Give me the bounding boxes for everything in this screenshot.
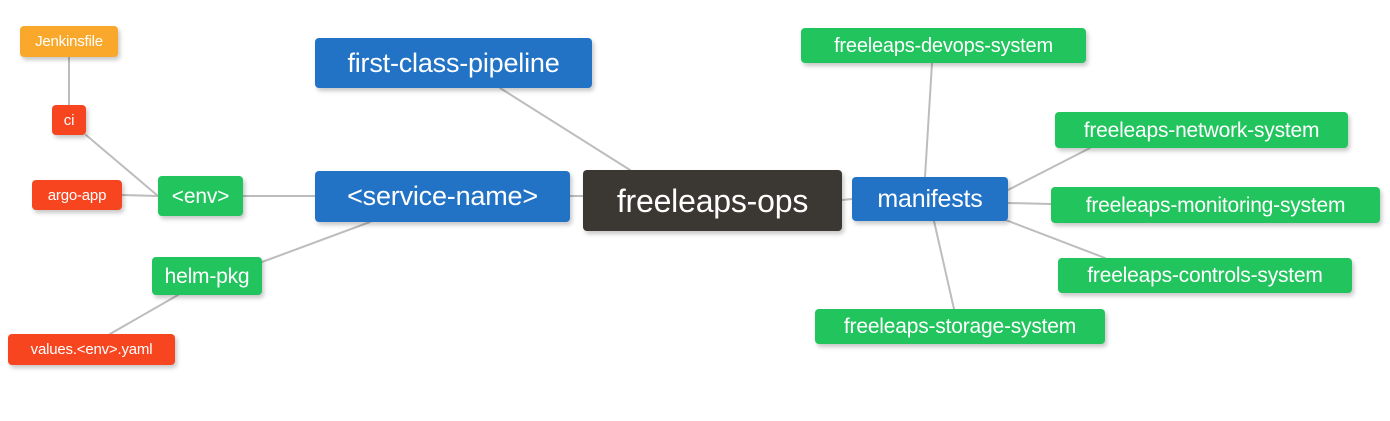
node-label-ci: ci	[63, 111, 75, 129]
node-service-name[interactable]: <service-name>	[315, 171, 570, 222]
node-label-freeleaps-devops-system: freeleaps-devops-system	[834, 34, 1053, 57]
edge-manifests-network	[1007, 147, 1091, 191]
edge-manifests-monitoring	[1007, 202, 1052, 205]
node-label-freeleaps-monitoring-system: freeleaps-monitoring-system	[1085, 193, 1346, 217]
node-label-freeleaps-storage-system: freeleaps-storage-system	[843, 315, 1077, 338]
edge-values-helmpkg	[109, 294, 179, 335]
node-jenkinsfile[interactable]: Jenkinsfile	[20, 26, 118, 57]
node-freeleaps-devops-system[interactable]: freeleaps-devops-system	[801, 28, 1086, 63]
node-manifests[interactable]: manifests	[852, 177, 1008, 221]
node-label-first-class-pipeline: first-class-pipeline	[347, 47, 560, 78]
node-freeleaps-network-system[interactable]: freeleaps-network-system	[1055, 112, 1348, 148]
node-values-yaml[interactable]: values.<env>.yaml	[8, 334, 175, 365]
node-label-argo-app: argo-app	[47, 186, 107, 204]
edge-ops-manifests	[841, 198, 853, 201]
node-label-helm-pkg: helm-pkg	[164, 264, 250, 288]
node-label-service-name: <service-name>	[347, 181, 538, 211]
node-label-jenkinsfile: Jenkinsfile	[35, 33, 103, 50]
node-label-freeleaps-ops: freeleaps-ops	[616, 182, 809, 219]
edge-argoapp-env	[121, 194, 159, 197]
node-label-env: <env>	[171, 184, 230, 208]
node-label-manifests: manifests	[877, 184, 983, 213]
edge-manifests-storage	[933, 220, 955, 310]
edge-manifests-controls	[1002, 218, 1106, 259]
node-freeleaps-monitoring-system[interactable]: freeleaps-monitoring-system	[1051, 187, 1380, 223]
node-helm-pkg[interactable]: helm-pkg	[152, 257, 262, 295]
node-label-freeleaps-controls-system: freeleaps-controls-system	[1087, 264, 1323, 287]
node-argo-app[interactable]: argo-app	[32, 180, 122, 210]
node-freeleaps-storage-system[interactable]: freeleaps-storage-system	[815, 309, 1105, 344]
node-label-values-yaml: values.<env>.yaml	[30, 341, 153, 358]
edge-helmpkg-servicename	[261, 221, 371, 263]
node-first-class-pipeline[interactable]: first-class-pipeline	[315, 38, 592, 88]
edge-manifests-devops	[924, 62, 933, 178]
edge-pipeline-ops	[499, 87, 631, 171]
node-freeleaps-controls-system[interactable]: freeleaps-controls-system	[1058, 258, 1352, 293]
node-env[interactable]: <env>	[158, 176, 243, 216]
node-freeleaps-ops[interactable]: freeleaps-ops	[583, 170, 842, 231]
node-label-freeleaps-network-system: freeleaps-network-system	[1083, 118, 1320, 142]
node-ci[interactable]: ci	[52, 105, 86, 135]
